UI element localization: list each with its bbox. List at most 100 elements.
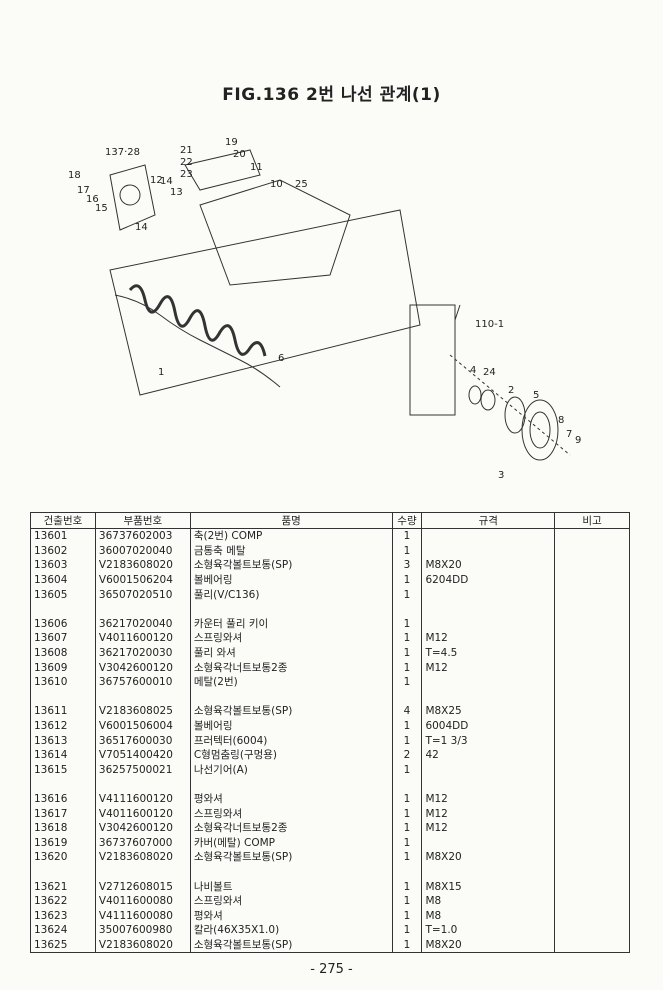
exploded-parts-diagram: 137·28 19 21 22 23 20 11 10 25 18 17 16 …: [68, 137, 581, 481]
cell-part-no: V7051400420: [94, 747, 191, 763]
cell-remarks: [554, 543, 630, 559]
cell-index-no: 13612: [30, 718, 96, 734]
cell-part-no: 36737602003: [94, 528, 191, 544]
cell-quantity: 1: [391, 543, 423, 559]
cell-quantity: 1: [391, 587, 423, 602]
cell-quantity: 1: [391, 762, 423, 778]
callout: 6: [278, 353, 284, 364]
cell-spec: M8X20: [421, 558, 556, 573]
callout: 23: [180, 169, 193, 180]
cell-spec: T=1 3/3: [421, 733, 556, 748]
cell-quantity: 1: [391, 835, 423, 851]
cell-spec: M12: [421, 791, 556, 807]
cell-index-no: 13605: [30, 587, 96, 602]
callout: 13: [170, 187, 183, 198]
cell-part-no: V4011600120: [94, 631, 191, 646]
cell-part-no: V6001506004: [94, 718, 191, 734]
cell-part-name: 금통축 메탈: [189, 543, 393, 559]
cell-quantity: 1: [391, 806, 423, 821]
cell-spec: M8X20: [421, 850, 556, 865]
cell-remarks: [554, 587, 630, 602]
callout: 9: [575, 435, 581, 446]
cell-index-no: 13611: [30, 704, 96, 719]
cell-remarks: [554, 879, 630, 894]
cell-index-no: 13617: [30, 806, 96, 821]
cell-index-no: 13619: [30, 835, 96, 851]
cell-part-no: 36737607000: [94, 835, 191, 851]
cell-part-name: 풀리(V/C136): [189, 587, 393, 602]
cell-spec: 42: [421, 747, 556, 763]
callout: 5: [533, 390, 539, 401]
cell-spec: M8X15: [421, 879, 556, 894]
cell-remarks: [554, 645, 630, 661]
cell-part-name: 평와셔: [189, 791, 393, 807]
figure-title: FIG.136 2번 나선 관계(1): [222, 85, 441, 105]
cell-spec: T=4.5: [421, 645, 556, 661]
cell-remarks: [554, 572, 630, 588]
cell-part-name: 스프링와셔: [189, 893, 393, 909]
cell-spec: M12: [421, 660, 556, 675]
cell-index-no: 13615: [30, 762, 96, 778]
cell-quantity: 1: [391, 850, 423, 865]
cell-spec: [421, 674, 556, 690]
header-remarks: 비고: [554, 512, 630, 529]
cell-part-name: 칼라(46X35X1.0): [189, 923, 393, 938]
callout: 1: [158, 367, 164, 378]
cell-spec: T=1.0: [421, 923, 556, 938]
cell-quantity: 1: [391, 923, 423, 938]
cell-part-name: 소형육각볼트보통(SP): [189, 850, 393, 865]
callout: 25: [295, 179, 308, 190]
cell-quantity: 4: [391, 704, 423, 719]
cell-index-no: 13603: [30, 558, 96, 573]
cell-part-name: 카운터 풀리 키이: [189, 616, 393, 632]
cell-spec: 6204DD: [421, 572, 556, 588]
cell-part-no: V2183608020: [94, 558, 191, 573]
callout: 20: [233, 149, 246, 160]
cell-part-no: V6001506204: [94, 572, 191, 588]
cell-spec: [421, 543, 556, 559]
cell-quantity: 2: [391, 747, 423, 763]
cell-remarks: [554, 791, 630, 807]
cell-spec: M12: [421, 631, 556, 646]
cell-part-name: 소형육각너트보통2종: [189, 820, 393, 836]
callout: 22: [180, 157, 193, 168]
header-part-name: 품명: [189, 512, 393, 529]
cell-part-no: V2183608020: [94, 937, 191, 954]
cell-part-name: 메탈(2번): [189, 674, 393, 690]
cell-part-no: 35007600980: [94, 923, 191, 938]
cell-spec: [421, 528, 556, 544]
cell-remarks: [554, 674, 630, 690]
cell-spec: M12: [421, 806, 556, 821]
callout: 16: [86, 194, 99, 205]
callout: 3: [498, 470, 504, 481]
callout: 24: [483, 367, 496, 378]
cell-part-no: V4111600120: [94, 791, 191, 807]
cell-remarks: [554, 718, 630, 734]
cell-quantity: 1: [391, 572, 423, 588]
cell-spec: M8X25: [421, 704, 556, 719]
cell-remarks: [554, 923, 630, 938]
cell-spec: 6004DD: [421, 718, 556, 734]
cell-spec: M8: [421, 893, 556, 909]
callout: 18: [68, 170, 81, 181]
cell-quantity: 1: [391, 733, 423, 748]
cell-quantity: 1: [391, 718, 423, 734]
table-header: 건출번호 부품번호 품명 수량 규격 비고: [30, 512, 630, 529]
cell-index-no: 13623: [30, 908, 96, 924]
callout: 11: [250, 162, 263, 173]
callout: 8: [558, 415, 564, 426]
cell-index-no: 13625: [30, 937, 96, 954]
callout: 137·28: [105, 147, 140, 158]
